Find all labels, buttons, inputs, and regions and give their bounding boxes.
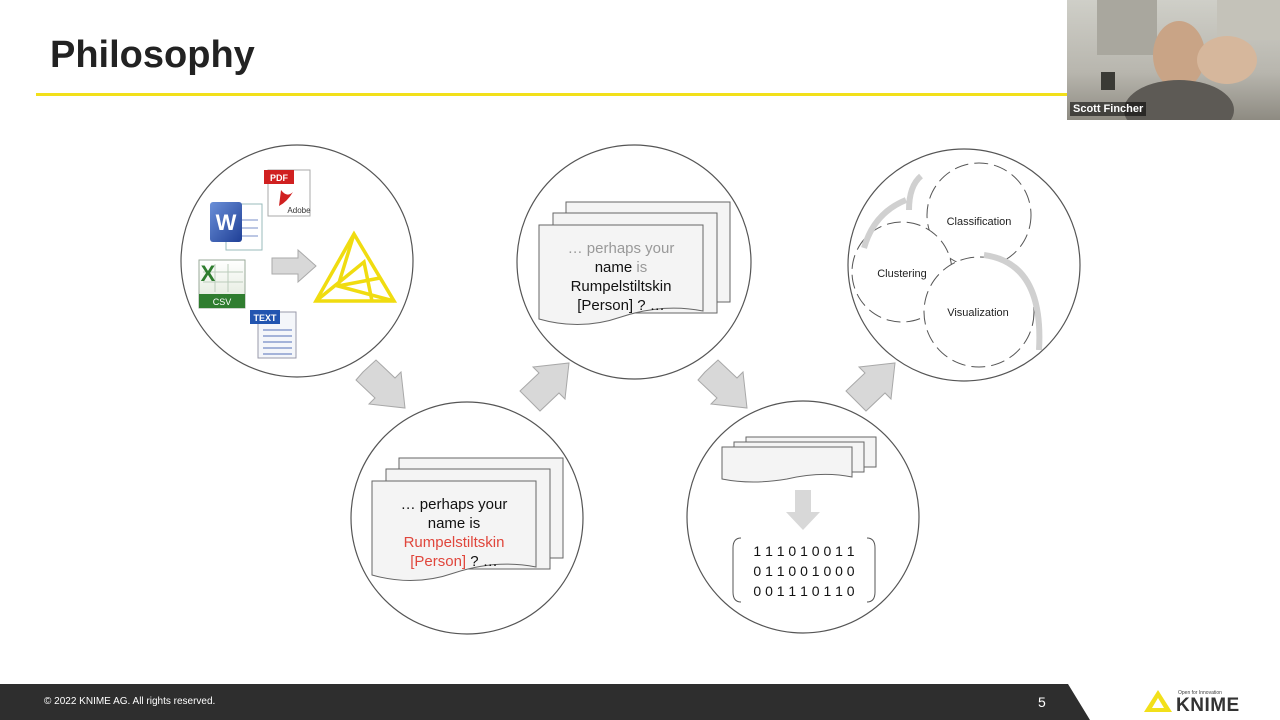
circle-vectorization: 1 1 1 0 1 0 0 1 1 0 1 1 0 0 1 0 0 0 0 0 …: [686, 400, 920, 634]
copyright-text: © 2022 KNIME AG. All rights reserved.: [44, 696, 216, 707]
arrow-down-right-icon: [697, 359, 748, 409]
gear-icon: [926, 162, 1032, 268]
word-file-icon: W: [210, 202, 263, 251]
arrow-down-icon: [786, 490, 820, 530]
circle-analytics-gears: Classification Clustering Visualization: [847, 148, 1081, 382]
circle-preprocessing: … perhaps your name is Rumpelstiltskin […: [516, 144, 752, 380]
svg-text:CSV: CSV: [213, 297, 232, 307]
circle-entity-tagging: … perhaps your name is Rumpelstiltskin […: [350, 401, 584, 635]
svg-text:[Person] ? …: [Person] ? …: [577, 297, 665, 314]
knime-triangle-icon: [312, 230, 398, 303]
brand-tagline: Open for Innovation: [1178, 690, 1222, 696]
csv-file-icon: X CSV: [198, 259, 246, 309]
arrow-up-right-icon: [519, 362, 570, 412]
footer-bar: [0, 684, 1172, 720]
svg-text:Rumpelstiltskin: Rumpelstiltskin: [571, 278, 672, 295]
page-number: 5: [1038, 694, 1046, 710]
svg-text:name is: name is: [595, 259, 648, 276]
arrow-right-icon: [271, 248, 317, 284]
arrow-up-right-icon: [845, 362, 896, 412]
svg-text:W: W: [216, 210, 237, 235]
participant-name: Scott Fincher: [1070, 102, 1147, 116]
slide-title: Philosophy: [50, 34, 255, 76]
circle-file-reading: PDF Adobe W X CSV: [180, 144, 414, 378]
svg-text:… perhaps your: … perhaps your: [401, 496, 508, 513]
svg-text:TEXT: TEXT: [253, 313, 277, 323]
svg-text:[Person] ? …: [Person] ? …: [410, 553, 498, 570]
svg-text:Clustering: Clustering: [877, 268, 927, 280]
svg-text:0 0 1 1 1 0 1 1 0: 0 0 1 1 1 0 1 1 0: [753, 583, 854, 599]
arrow-down-right-icon: [355, 359, 406, 409]
svg-text:1 1 1 0 1 0 0 1 1: 1 1 1 0 1 0 0 1 1: [753, 543, 854, 559]
gear-icon: [923, 256, 1035, 368]
pdf-file-icon: PDF Adobe: [264, 169, 311, 217]
svg-text:Classification: Classification: [947, 216, 1012, 228]
svg-text:0 1 1 0 0 1 0 0 0: 0 1 1 0 0 1 0 0 0: [753, 563, 854, 579]
svg-text:… perhaps your: … perhaps your: [568, 240, 675, 257]
text-file-icon: TEXT: [250, 310, 297, 359]
title-underline: [36, 93, 1070, 96]
webcam-video: [1097, 0, 1280, 120]
svg-text:Rumpelstiltskin: Rumpelstiltskin: [404, 534, 505, 551]
svg-text:X: X: [201, 261, 216, 286]
brand-logo-text: KNIME: [1176, 695, 1240, 716]
webcam-thumbnail[interactable]: Scott Fincher: [1067, 0, 1280, 120]
philosophy-diagram: PDF Adobe W X CSV: [180, 144, 1081, 635]
svg-text:name is: name is: [428, 515, 481, 532]
knime-logo-icon: [1144, 690, 1172, 712]
svg-text:PDF: PDF: [270, 173, 289, 183]
svg-text:Adobe: Adobe: [287, 206, 311, 215]
svg-text:Visualization: Visualization: [947, 307, 1009, 319]
